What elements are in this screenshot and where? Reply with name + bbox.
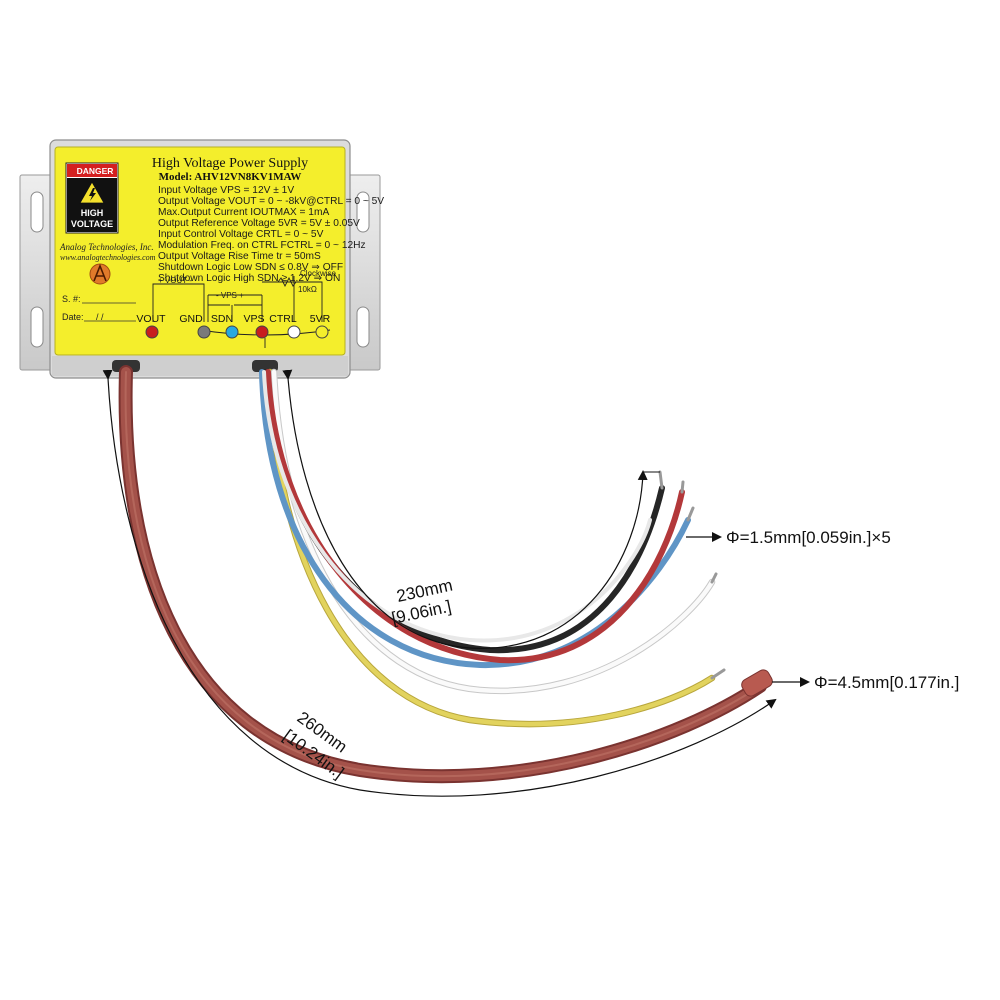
wire-yellow	[266, 368, 716, 728]
pin-dot-5vr	[315, 325, 329, 339]
dimension-arcs	[102, 369, 810, 797]
schematic-vout-label: + VOUT -	[158, 276, 192, 285]
wire-blue	[259, 369, 691, 669]
spec-line: Shutdown Logic High SDN ≥ 1.2V ⇒ ON	[158, 273, 340, 284]
hv-diameter-label: Φ=4.5mm[0.177in.]	[814, 673, 959, 692]
pin-label-5vr: 5VR	[310, 313, 331, 325]
danger-header-text: DANGER	[77, 166, 114, 176]
company-logo	[89, 263, 111, 285]
lead-wires-grommet	[252, 360, 278, 372]
spec-line: Input Control Voltage CRTL = 0 ~ 5V	[158, 229, 324, 240]
label-model: Model: AHV12VN8KV1MAW	[159, 171, 302, 183]
pin-label-ctrl: CTRL	[269, 313, 297, 325]
lead-wires	[259, 368, 716, 728]
danger-text-high: HIGH	[81, 208, 104, 218]
schematic-vps-label: - VPS +	[216, 291, 244, 300]
pin-label-sdn: SDN	[211, 313, 233, 325]
pin-label-gnd: GND	[179, 313, 203, 325]
spec-line: Output Voltage Rise Time tr = 50mS	[158, 251, 321, 262]
schematic-pot-label: 10kΩ	[298, 285, 317, 294]
right-mount-slot-bottom	[356, 306, 370, 348]
hv-length-arc	[102, 369, 777, 797]
pin-dot-vps	[255, 325, 269, 339]
enclosure-bottom-edge	[52, 356, 348, 376]
spec-list: Input Voltage VPS = 12V ± 1V Output Volt…	[158, 185, 384, 284]
spec-line: Max.Output Current IOUTMAX = 1mA	[158, 207, 329, 218]
spec-line: Modulation Freq. on CTRL FCTRL = 0 ~ 12H…	[158, 240, 366, 251]
spec-line: Output Voltage VOUT = 0 ~ -8kV@CTRL = 0 …	[158, 196, 384, 207]
pin-dot-gnd	[197, 325, 211, 339]
schematic-clockwise-label: Clockwise	[300, 269, 337, 278]
pin-label-vout: VOUT	[136, 313, 166, 325]
spec-line: Output Reference Voltage 5VR = 5V ± 0.05…	[158, 218, 360, 229]
date-label: Date:	[62, 312, 84, 322]
lead-diameter-label: Φ=1.5mm[0.059in.]×5	[726, 528, 891, 547]
left-mount-slot-top	[30, 191, 44, 233]
spec-line: Input Voltage VPS = 12V ± 1V	[158, 185, 294, 196]
left-mount-slot-bottom	[30, 306, 44, 348]
danger-text-voltage: VOLTAGE	[71, 219, 113, 229]
spec-line: Shutdown Logic Low SDN ≤ 0.8V ⇒ OFF	[158, 262, 343, 273]
pin-dots	[145, 325, 329, 339]
serial-label: S. #:	[62, 294, 81, 304]
wire-tips	[658, 470, 726, 680]
right-mount-slot-top	[356, 191, 370, 233]
pin-label-vps: VPS	[243, 313, 264, 325]
danger-header	[67, 164, 117, 177]
pin-dot-vout	[145, 325, 159, 339]
company-name: Analog Technologies, Inc.	[59, 242, 154, 252]
pin-dot-sdn	[225, 325, 239, 339]
date-slashes: / /	[96, 312, 104, 322]
pin-dot-ctrl	[287, 325, 301, 339]
label-title: High Voltage Power Supply	[152, 156, 308, 171]
danger-sign: DANGER HIGH VOLTAGE	[65, 162, 119, 234]
company-website: www.analogtechnologies.com	[60, 253, 156, 262]
pin-labels: VOUT GND SDN VPS CTRL 5VR	[136, 313, 330, 325]
